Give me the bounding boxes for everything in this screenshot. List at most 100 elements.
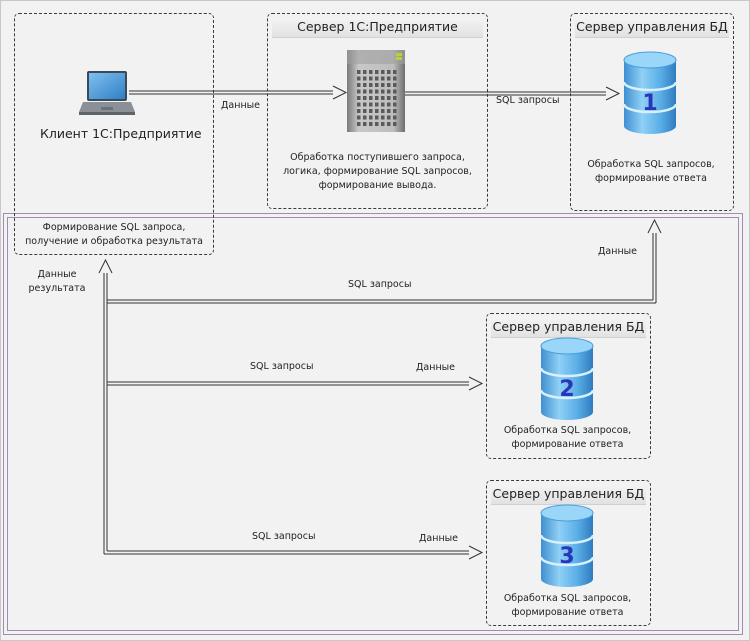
server-window	[357, 89, 361, 94]
server-window	[369, 70, 373, 74]
scaled-architecture-frame-inner	[7, 217, 739, 631]
server-window	[369, 89, 373, 94]
server-window	[375, 83, 379, 87]
server-window	[363, 109, 367, 113]
server-window	[381, 122, 385, 126]
server-window	[363, 70, 367, 74]
client-caption: Формирование SQL запроса, получение и об…	[16, 221, 212, 249]
db-caption-line: формирование ответа	[511, 439, 624, 450]
server-window	[375, 96, 379, 100]
server-window	[393, 76, 397, 81]
scaled-architecture-frame	[3, 213, 743, 635]
database-2-icon: 2	[539, 336, 595, 422]
database-1-icon: 1	[622, 50, 678, 136]
app-server-caption: Обработка поступившего запроса, логика, …	[268, 151, 487, 193]
arrow-bus-to-db3	[104, 545, 484, 560]
db-server-1-title: Сервер управления БД	[575, 17, 729, 38]
server-window	[381, 109, 385, 113]
server-window	[393, 122, 397, 126]
app-server-title: Сервер 1С:Предприятие	[272, 17, 483, 38]
server-window	[363, 83, 367, 87]
label-result-data: Данные результата	[22, 268, 92, 296]
arrow-bus-to-client	[98, 258, 113, 554]
server-window	[387, 122, 391, 126]
label-db1-data: Данные	[598, 246, 638, 257]
client-caption-line: Формирование SQL запроса,	[42, 222, 186, 233]
server-window	[375, 109, 379, 113]
server-window	[369, 109, 373, 113]
db-caption-line: Обработка SQL запросов,	[587, 159, 715, 170]
server-window	[393, 109, 397, 113]
server-window	[375, 89, 379, 94]
server-window	[369, 102, 373, 107]
label-bus-to-db2-sql: SQL запросы	[250, 361, 314, 372]
db-server-2-caption: Обработка SQL запросов, формирование отв…	[486, 424, 649, 452]
label-app-to-db1-sql: SQL запросы	[496, 95, 560, 106]
server-window	[393, 96, 397, 100]
client-title: Клиент 1С:Предприятие	[40, 126, 202, 141]
server-window	[381, 76, 385, 81]
server-window	[381, 102, 385, 107]
db-server-3-caption: Обработка SQL запросов, формирование отв…	[486, 592, 649, 620]
server-window	[393, 115, 397, 120]
server-window	[375, 122, 379, 126]
database-1-number: 1	[642, 91, 657, 116]
app-server-caption-line: Обработка поступившего запроса,	[290, 152, 465, 163]
server-window	[381, 115, 385, 120]
arrow-client-to-app-server	[129, 85, 348, 100]
label-bus-to-db1-sql: SQL запросы	[348, 279, 412, 290]
server-window	[393, 83, 397, 87]
server-window	[393, 89, 397, 94]
laptop-icon	[79, 71, 135, 115]
server-window	[387, 109, 391, 113]
server-window	[357, 96, 361, 100]
server-window	[387, 70, 391, 74]
server-window	[357, 122, 361, 126]
server-window	[381, 70, 385, 74]
server-window	[387, 83, 391, 87]
database-3-number: 3	[559, 544, 574, 569]
server-window	[387, 102, 391, 107]
server-window	[363, 102, 367, 107]
server-window	[357, 76, 361, 81]
label-result-data-line: результата	[28, 283, 86, 294]
db-caption-line: формирование ответа	[511, 607, 624, 618]
label-bus-to-db3-sql: SQL запросы	[252, 531, 316, 542]
client-caption-line: получение и обработка результата	[25, 236, 203, 247]
app-server-caption-line: логика, формирование SQL запросов,	[283, 166, 472, 177]
server-window	[369, 96, 373, 100]
label-client-to-app-data: Данные	[221, 100, 261, 111]
server-tower-icon	[347, 50, 405, 132]
server-window	[381, 83, 385, 87]
server-window	[381, 89, 385, 94]
client-box	[14, 13, 214, 255]
server-window	[363, 115, 367, 120]
db-caption-line: Обработка SQL запросов,	[503, 425, 632, 436]
server-window	[375, 115, 379, 120]
server-window	[357, 109, 361, 113]
server-window	[387, 96, 391, 100]
server-window	[357, 115, 361, 120]
server-window	[369, 115, 373, 120]
server-window	[357, 70, 361, 74]
server-window	[387, 89, 391, 94]
arrow-bus-to-db1	[107, 218, 662, 304]
label-db2-data: Данные	[416, 362, 456, 373]
server-window	[369, 122, 373, 126]
server-window	[363, 96, 367, 100]
db-caption-line: формирование ответа	[595, 173, 707, 184]
db-server-2-title: Сервер управления БД	[491, 317, 646, 338]
label-db3-data: Данные	[419, 533, 459, 544]
server-window	[393, 102, 397, 107]
arrow-app-server-to-db1	[405, 86, 621, 101]
db-server-3-box: Сервер управления БД	[486, 480, 651, 626]
server-window	[387, 76, 391, 81]
server-window	[363, 122, 367, 126]
server-window	[387, 115, 391, 120]
database-3-icon: 3	[539, 503, 595, 589]
server-window	[369, 83, 373, 87]
db-server-3-title: Сервер управления БД	[491, 484, 646, 505]
db-server-2-box: Сервер управления БД	[486, 313, 651, 459]
label-result-data-line: Данные	[37, 269, 77, 280]
